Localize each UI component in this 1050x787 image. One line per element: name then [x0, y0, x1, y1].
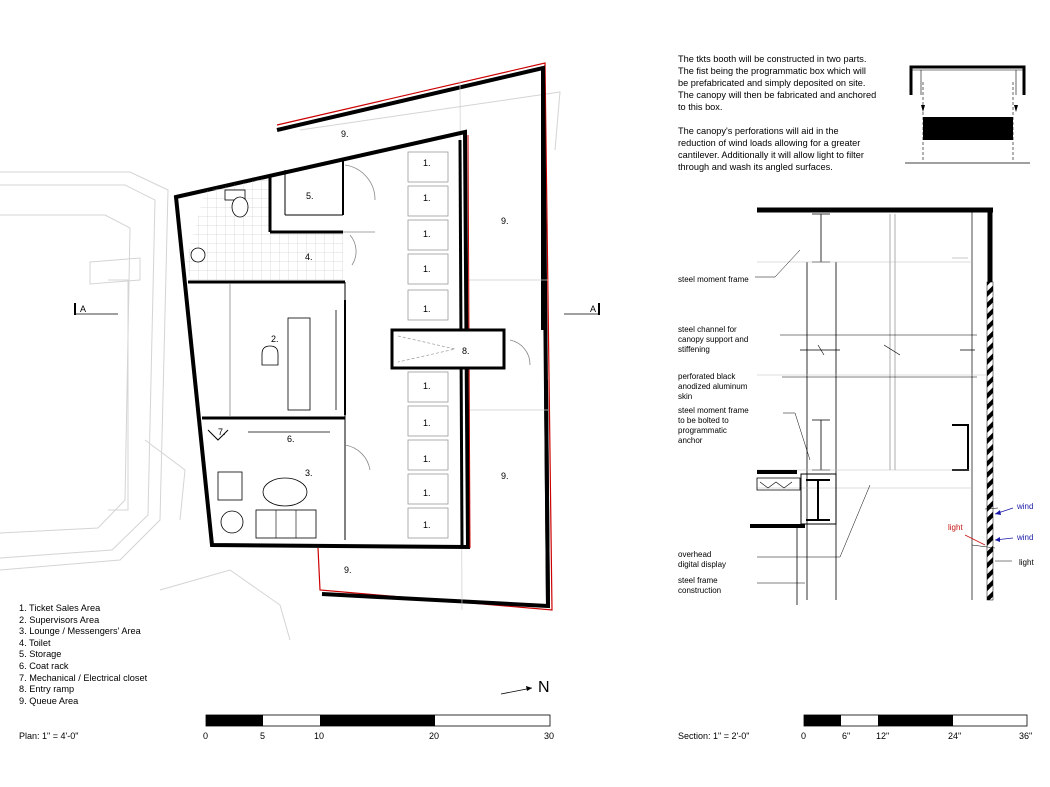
- entry-ramp: [390, 328, 506, 370]
- room-label: 1.: [423, 418, 431, 428]
- room-label: 9.: [501, 216, 509, 226]
- callout-steel-frame: steel frame: [678, 576, 718, 585]
- callout-skin: anodized aluminum: [678, 382, 748, 391]
- canopy-outline-red: [276, 62, 553, 611]
- plan-scale-label: Plan: 1" = 4'-0": [19, 731, 78, 741]
- callout-wind: wind: [1016, 533, 1033, 542]
- callout-bolted-frame: to be bolted to: [678, 416, 729, 425]
- assembly-diagram: [905, 65, 1030, 164]
- section-marker-right: A: [564, 303, 600, 315]
- ticket-windows: [407, 151, 449, 539]
- floor-plan: 1. 1. 1. 1. 1. 1. 1. 1. 1. 1. 2. 3. 4. 5…: [74, 62, 600, 696]
- callout-moment-frame: steel moment frame: [678, 275, 749, 284]
- callout-light: light: [1019, 558, 1034, 567]
- scale-tick: 24": [948, 731, 961, 741]
- legend-item: 7. Mechanical / Electrical closet: [19, 672, 148, 683]
- room-label: 4.: [305, 252, 313, 262]
- room-label: 1.: [423, 381, 431, 391]
- north-arrow-icon: N: [500, 679, 550, 696]
- section-marker-left: A: [74, 303, 118, 315]
- scale-tick: 30: [544, 731, 554, 741]
- description-paragraph-1: The tkts booth will be constructed in tw…: [678, 54, 877, 112]
- legend-item: 6. Coat rack: [19, 660, 69, 671]
- callout-light: light: [948, 523, 963, 532]
- callout-display: digital display: [678, 560, 726, 569]
- canopy-outline: [276, 65, 551, 609]
- toilet-room: [186, 177, 343, 280]
- legend-item: 9. Queue Area: [19, 695, 79, 706]
- callout-channel: stiffening: [678, 345, 710, 354]
- floor-deck: [750, 470, 837, 605]
- callout-skin: skin: [678, 392, 692, 401]
- callout-display: overhead: [678, 550, 711, 559]
- description-text: The tkts booth will be constructed in tw…: [678, 53, 878, 185]
- room-legend: 1. Ticket Sales Area 2. Supervisors Area…: [19, 603, 147, 707]
- scale-tick: 36": [1019, 731, 1032, 741]
- callout-channel: canopy support and: [678, 335, 748, 344]
- description-paragraph-2: The canopy's perforations will aid in th…: [678, 126, 864, 172]
- svg-text:A: A: [590, 304, 596, 314]
- room-label: 1.: [423, 158, 431, 168]
- room-label: 6.: [287, 434, 295, 444]
- room-label: 1.: [423, 264, 431, 274]
- room-label: 1.: [423, 520, 431, 530]
- room-label: 1.: [423, 304, 431, 314]
- room-label: 8.: [462, 346, 470, 356]
- svg-text:N: N: [538, 679, 550, 696]
- scale-tick: 0: [801, 731, 806, 741]
- section-scale-label: Section: 1" = 2'-0": [678, 731, 749, 741]
- legend-item: 4. Toilet: [19, 637, 51, 648]
- room-label: 1.: [423, 193, 431, 203]
- legend-item: 8. Entry ramp: [19, 684, 75, 695]
- room-label: 9.: [341, 129, 349, 139]
- scale-tick: 0: [203, 731, 208, 741]
- callout-skin: perforated black: [678, 372, 736, 381]
- room-label: 1.: [423, 454, 431, 464]
- scale-tick: 6": [842, 731, 850, 741]
- site-context: [0, 91, 561, 641]
- scale-tick: 12": [876, 731, 889, 741]
- callout-bolted-frame: anchor: [678, 436, 703, 445]
- legend-item: 3. Lounge / Messengers' Area: [19, 626, 141, 637]
- room-label: 3.: [305, 468, 313, 478]
- plan-scale-bar: Plan: 1" = 4'-0" 0 5 10 20 30: [19, 714, 554, 741]
- callout-wind: wind: [1016, 502, 1033, 511]
- room-label: 1.: [423, 488, 431, 498]
- room-label: 9.: [344, 565, 352, 575]
- scale-tick: 5: [260, 731, 265, 741]
- callout-bolted-frame: steel moment frame: [678, 406, 749, 415]
- perforated-skin: [986, 281, 994, 601]
- room-label: 9.: [501, 471, 509, 481]
- callout-channel: steel channel for: [678, 325, 737, 334]
- legend-item: 1. Ticket Sales Area: [19, 603, 101, 613]
- svg-text:A: A: [80, 304, 86, 314]
- callout-bolted-frame: programmatic: [678, 426, 727, 435]
- room-label: 1.: [423, 229, 431, 239]
- room-label: 5.: [306, 191, 314, 201]
- wall-section: steel moment frame steel channel for can…: [678, 207, 1034, 605]
- booth-outline: [173, 129, 471, 550]
- scale-tick: 20: [429, 731, 439, 741]
- callout-steel-frame: construction: [678, 586, 721, 595]
- scale-tick: 10: [314, 731, 324, 741]
- room-label: 7.: [218, 427, 226, 437]
- room-label: 2.: [271, 334, 279, 344]
- legend-item: 5. Storage: [19, 649, 62, 660]
- legend-item: 2. Supervisors Area: [19, 614, 100, 625]
- section-scale-bar: Section: 1" = 2'-0" 0 6" 12" 24" 36": [678, 714, 1032, 741]
